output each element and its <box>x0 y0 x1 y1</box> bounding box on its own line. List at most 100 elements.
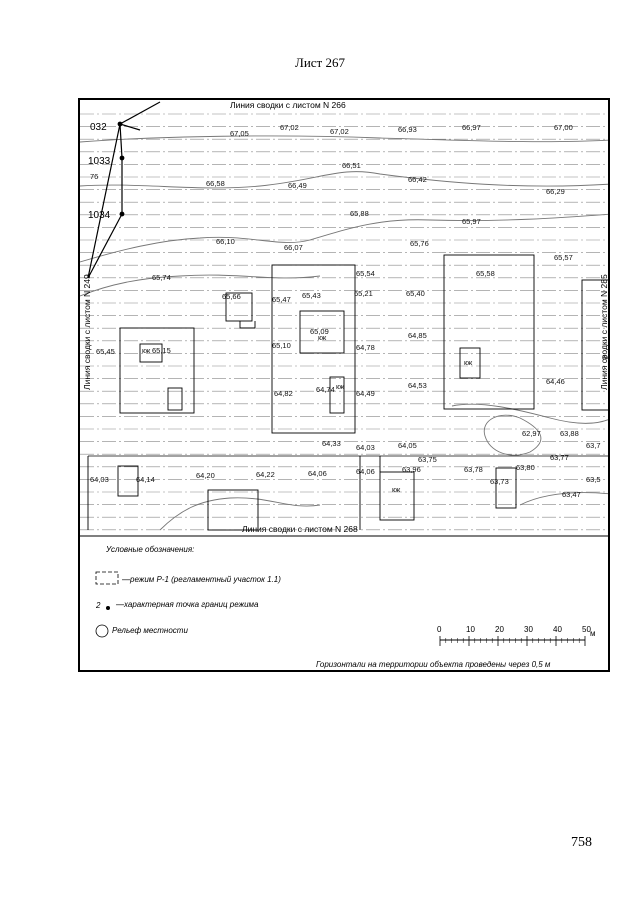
map-canvas: 032 1033 1034 76 кж кж кж кж кж 67,0567,… <box>80 100 610 669</box>
elevation-label: 66,51 <box>342 161 361 170</box>
elevation-label: 65,57 <box>554 253 573 262</box>
relief-icon <box>95 624 109 638</box>
elevation-label: 67,05 <box>230 129 249 138</box>
elevation-label: 63,80 <box>516 463 535 472</box>
parcel-outline <box>119 327 195 414</box>
elevation-label: 67,02 <box>330 127 349 136</box>
elevation-label: 63,77 <box>550 453 569 462</box>
elevation-label: 65,88 <box>350 209 369 218</box>
elevation-label: 65,58 <box>476 269 495 278</box>
building-tag: кж <box>336 382 344 391</box>
elevation-label: 66,49 <box>288 181 307 190</box>
elevation-label: 64,74 <box>316 385 335 394</box>
boundary-point-label: 032 <box>90 122 107 133</box>
elevation-label: 67,00 <box>554 123 573 132</box>
elevation-label: 63,75 <box>418 455 437 464</box>
elevation-label: 65,21 <box>354 289 373 298</box>
parcel-outline <box>271 264 356 434</box>
scale-tick-label: 50 <box>582 625 591 634</box>
building-outline <box>379 471 415 521</box>
building-outline <box>225 292 253 322</box>
legend-item-point: —характерная точка границ режима <box>115 600 259 609</box>
elevation-label: 66,97 <box>462 123 481 132</box>
elevation-label: 65,97 <box>462 217 481 226</box>
boundary-point-marker <box>119 155 125 161</box>
building-tag: кж <box>318 333 326 342</box>
building-tag: кж <box>142 346 150 355</box>
elevation-label: 66,93 <box>398 125 417 134</box>
elevation-label: 64,03 <box>356 443 375 452</box>
contour-interval-note: Горизонтали на территории объекта провед… <box>316 660 551 669</box>
boundary-point-label: 1033 <box>88 156 111 167</box>
elevation-label: 65,40 <box>406 289 425 298</box>
page-number: 758 <box>571 835 592 850</box>
elevation-label: 65,09 <box>310 327 329 336</box>
elevation-label: 64,78 <box>356 343 375 352</box>
edge-label-top: Линия сводки с листом N 266 <box>230 100 346 110</box>
elevation-label: 63,47 <box>562 490 581 499</box>
elevation-label: 65,15 <box>152 346 171 355</box>
elevation-label: 65,54 <box>356 269 375 278</box>
elevation-label: 65,45 <box>96 347 115 356</box>
elevation-label: 63,96 <box>402 465 421 474</box>
elevation-label: 64,22 <box>256 470 275 479</box>
elevation-label: 64,85 <box>408 331 427 340</box>
building-tag: кж <box>392 485 400 494</box>
elevation-label: 64,20 <box>196 471 215 480</box>
elevation-label: 67,02 <box>280 123 299 132</box>
legend-item-regime: —режим Р-1 (регламентный участок 1.1) <box>121 575 281 584</box>
elevation-label: 63,88 <box>560 429 579 438</box>
legend-point-marker: 2 <box>95 601 101 610</box>
contour-lines <box>80 135 608 531</box>
legend-item-relief: Рельеф местности <box>112 626 188 635</box>
elevation-label: 63,7 <box>586 441 601 450</box>
boundary-point-label: 76 <box>90 172 98 181</box>
boundary-point-label: 1034 <box>88 210 111 221</box>
elevation-label: 66,07 <box>284 243 303 252</box>
building-outline <box>299 310 345 354</box>
elevation-label: 64,49 <box>356 389 375 398</box>
boundary-points <box>117 121 125 217</box>
elevation-label: 64,05 <box>398 441 417 450</box>
building-outline <box>117 465 139 497</box>
sheet-title: Лист 267 <box>295 55 345 70</box>
elevation-label: 64,06 <box>308 469 327 478</box>
elevation-label: 64,9 <box>602 353 610 362</box>
legend: Условные обозначения: —режим Р-1 (реглам… <box>95 545 596 669</box>
elevation-label: 63,73 <box>490 477 509 486</box>
point-marker-icon <box>106 606 110 610</box>
elevation-label: 66,29 <box>546 187 565 196</box>
elevation-label: 66,42 <box>408 175 427 184</box>
elevation-label: 65,10 <box>272 341 291 350</box>
elevation-label: 66,58 <box>206 179 225 188</box>
elevation-label: 66,10 <box>216 237 235 246</box>
scale-tick-label: 0 <box>437 625 442 634</box>
elevation-label: 65,47 <box>272 295 291 304</box>
boundary-point-marker <box>117 121 123 127</box>
scale-unit: м <box>590 629 596 638</box>
elevation-label: 64,06 <box>356 467 375 476</box>
elevation-label: 63,78 <box>464 465 483 474</box>
regime-swatch <box>95 571 119 585</box>
elevation-label: 65,43 <box>302 291 321 300</box>
building-tag: кж <box>464 358 472 367</box>
elevation-label: 64,03 <box>90 475 109 484</box>
elevation-label: 65,76 <box>410 239 429 248</box>
scale-tick-label: 30 <box>524 625 533 634</box>
scale-tick-label: 40 <box>553 625 562 634</box>
elevation-label: 65,74 <box>152 273 171 282</box>
elevation-label: 64,46 <box>546 377 565 386</box>
parcel-outline <box>207 489 259 531</box>
elevation-marks: 67,05 67,02 67,02 66,93 66,97 67,00 66,51 66,58… <box>90 123 610 499</box>
elevation-label: 64,82 <box>274 389 293 398</box>
elevation-label: 64,53 <box>408 381 427 390</box>
elevation-label: 64,14 <box>136 475 155 484</box>
boundary-point-marker <box>119 211 125 217</box>
building-outline <box>139 343 163 363</box>
parcel-outline <box>443 254 535 410</box>
scale-tick-label: 10 <box>466 625 475 634</box>
edge-label-right: Линия сводки с листом N 285 <box>599 274 609 390</box>
legend-title: Условные обозначения: <box>105 545 194 554</box>
building-outline <box>167 387 183 411</box>
